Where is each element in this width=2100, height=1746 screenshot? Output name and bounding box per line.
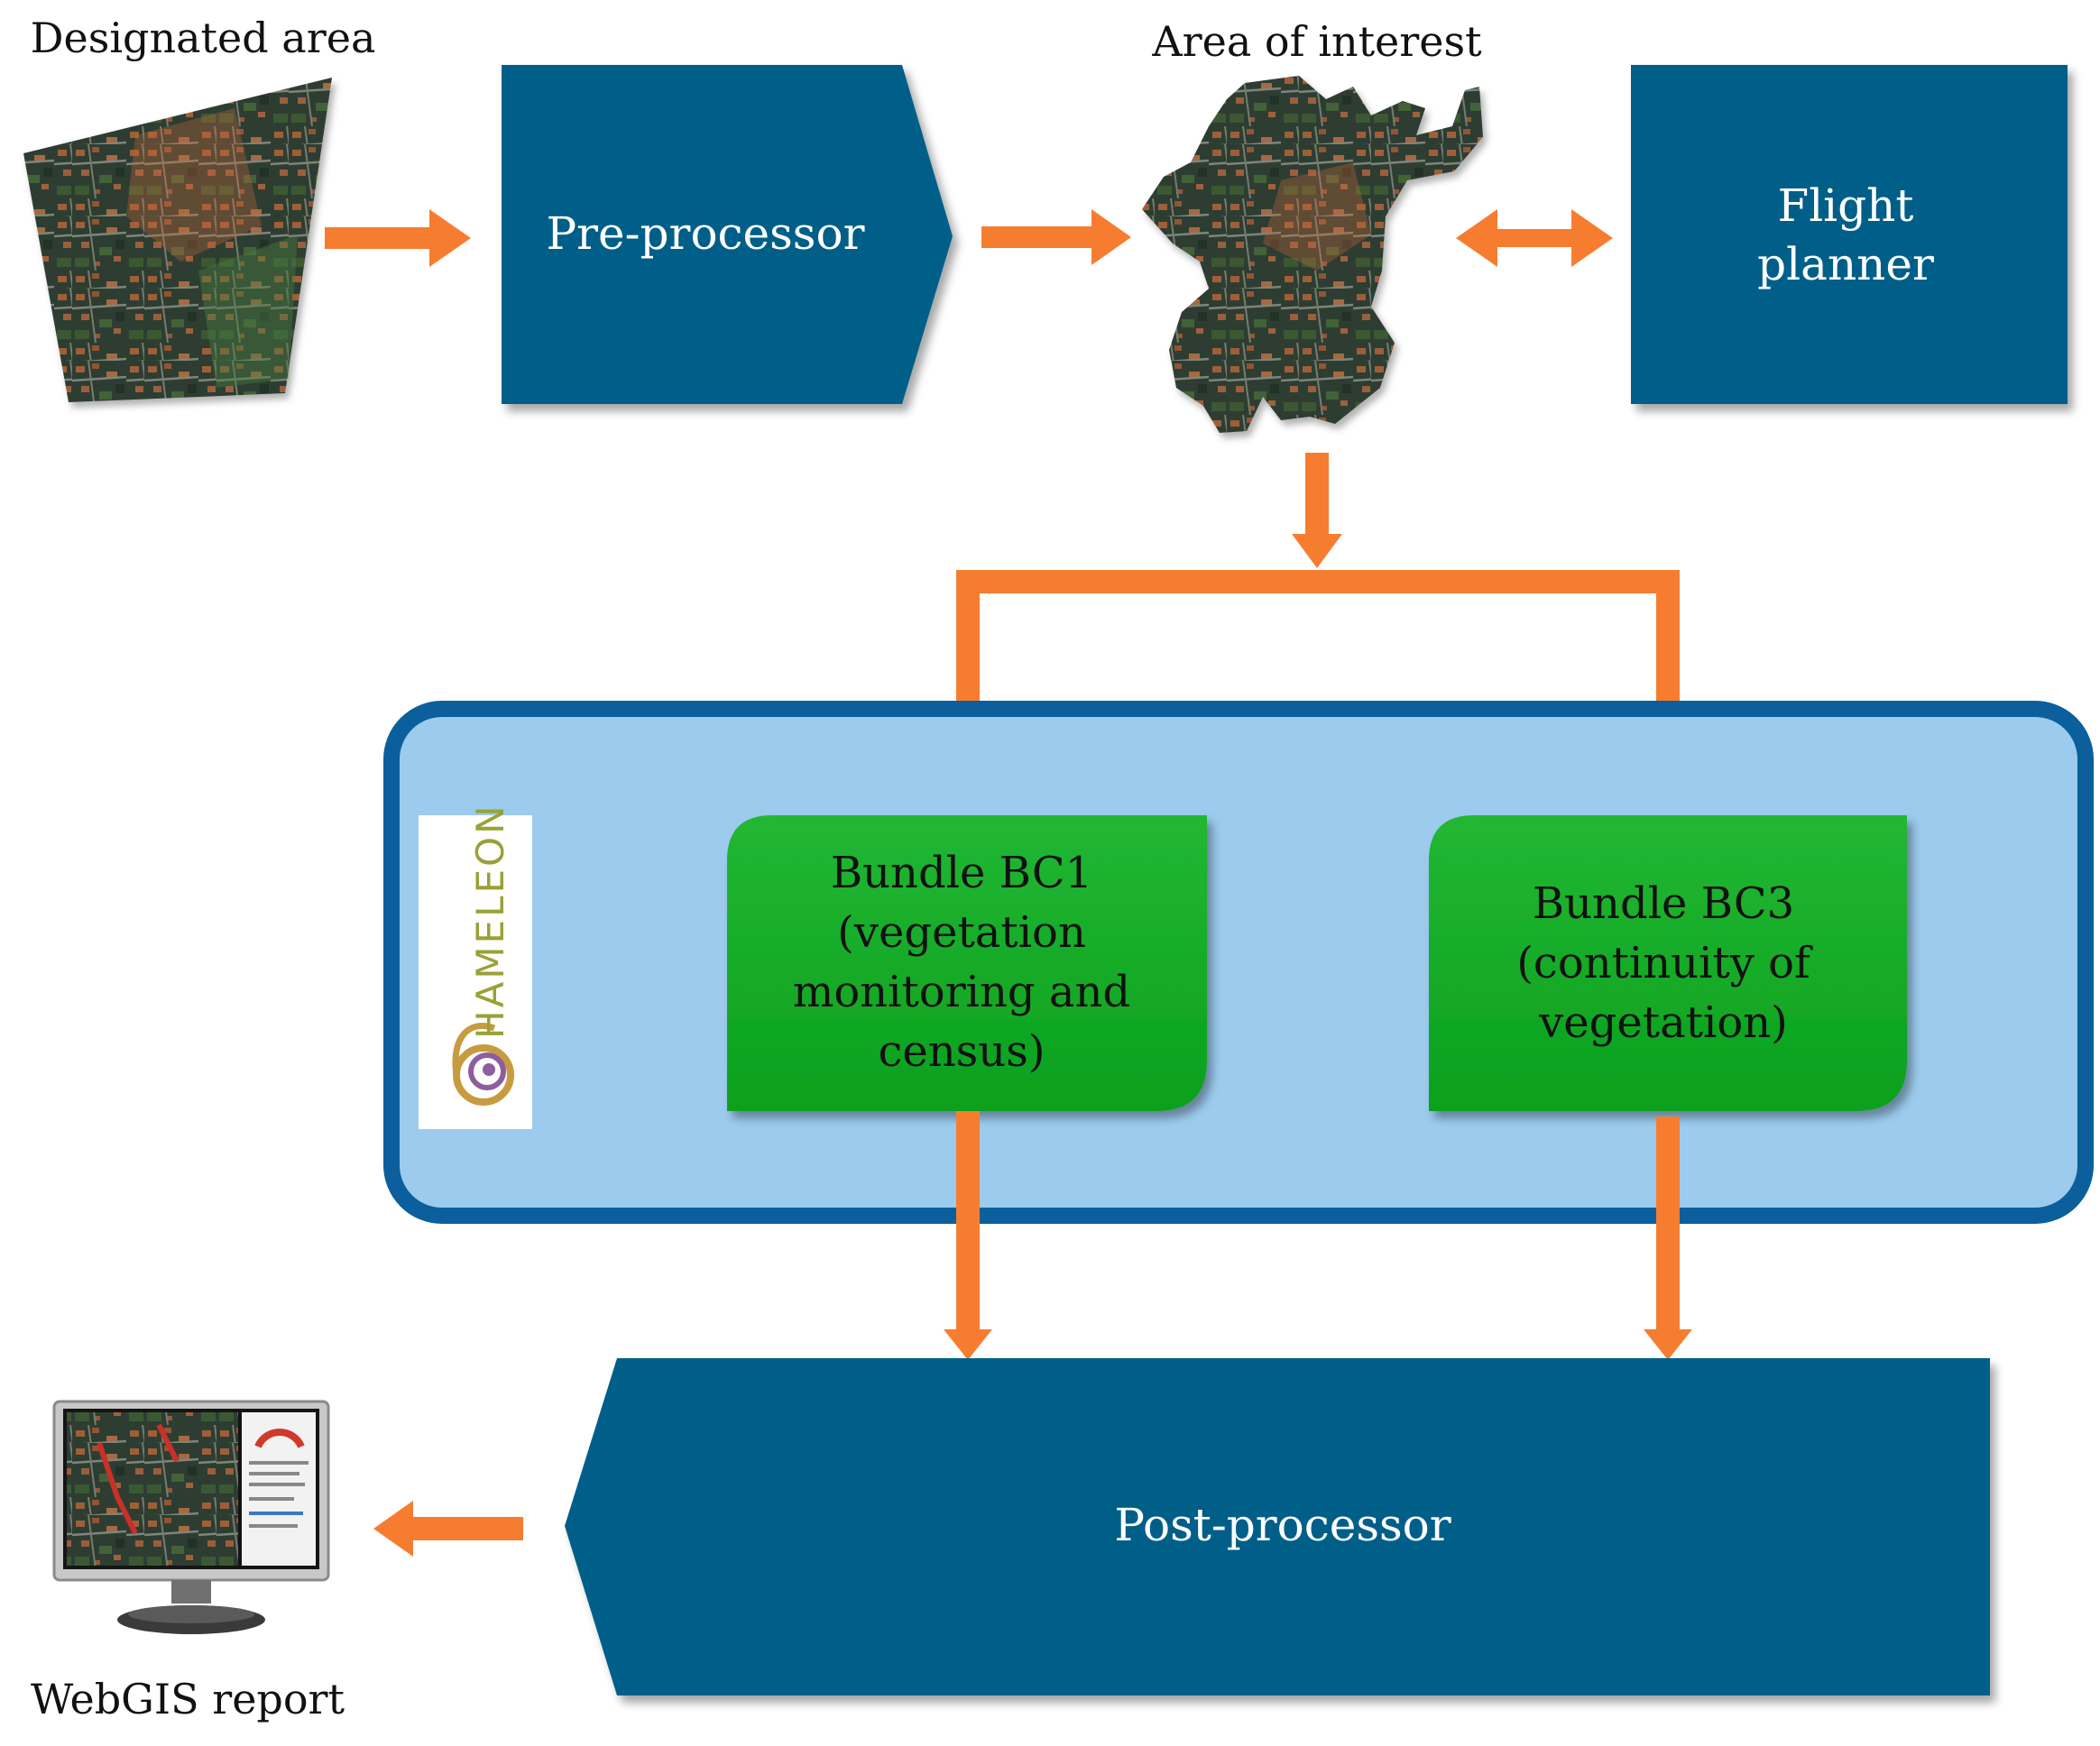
webgis-report-label: WebGIS report bbox=[31, 1675, 345, 1723]
monitor-icon bbox=[52, 1400, 330, 1634]
pre-processor-box bbox=[502, 65, 953, 404]
swirl-icon bbox=[452, 1022, 514, 1106]
satellite-map-icon bbox=[23, 78, 332, 402]
hameleon-logo: HAMELEON bbox=[419, 803, 532, 1129]
area-of-interest-label: Area of interest bbox=[1151, 17, 1482, 66]
arrow-preprocessor-to-aoi bbox=[981, 209, 1131, 265]
flight-planner-label: planner bbox=[1757, 238, 1934, 290]
bundle-bc1-label: census) bbox=[878, 1026, 1045, 1077]
arrow-bc3-to-postprocessor bbox=[1644, 1117, 1692, 1360]
bundle-bc3-label: vegetation) bbox=[1538, 997, 1788, 1048]
post-processor-box bbox=[565, 1358, 1990, 1695]
flight-planner-label: Flight bbox=[1778, 179, 1914, 232]
pre-processor-label: Pre-processor bbox=[547, 207, 865, 260]
arrow-aoi-down bbox=[1292, 453, 1342, 568]
arrow-designated-to-preprocessor bbox=[325, 209, 471, 267]
post-processor-label: Post-processor bbox=[1114, 1499, 1451, 1551]
bundle-bc1-label: (vegetation bbox=[837, 907, 1086, 958]
bundle-bc3-label: Bundle BC3 bbox=[1533, 878, 1794, 929]
bundle-bc1-label: Bundle BC1 bbox=[831, 848, 1092, 898]
satellite-map-icon bbox=[1142, 76, 1483, 433]
bundle-bc1-box bbox=[727, 815, 1207, 1111]
bundle-bc1-label: monitoring and bbox=[793, 967, 1130, 1017]
designated-area-label: Designated area bbox=[31, 14, 376, 62]
bundle-bc3-box bbox=[1429, 815, 1907, 1111]
hameleon-logo-text: HAMELEON bbox=[468, 803, 512, 1039]
arrow-bc1-to-postprocessor bbox=[944, 1111, 992, 1360]
bundle-bc3-label: (continuity of bbox=[1516, 938, 1813, 988]
flight-planner-box bbox=[1631, 65, 2068, 404]
arrow-aoi-flight-planner bbox=[1456, 209, 1613, 267]
arrow-postprocessor-to-webgis bbox=[373, 1501, 523, 1557]
